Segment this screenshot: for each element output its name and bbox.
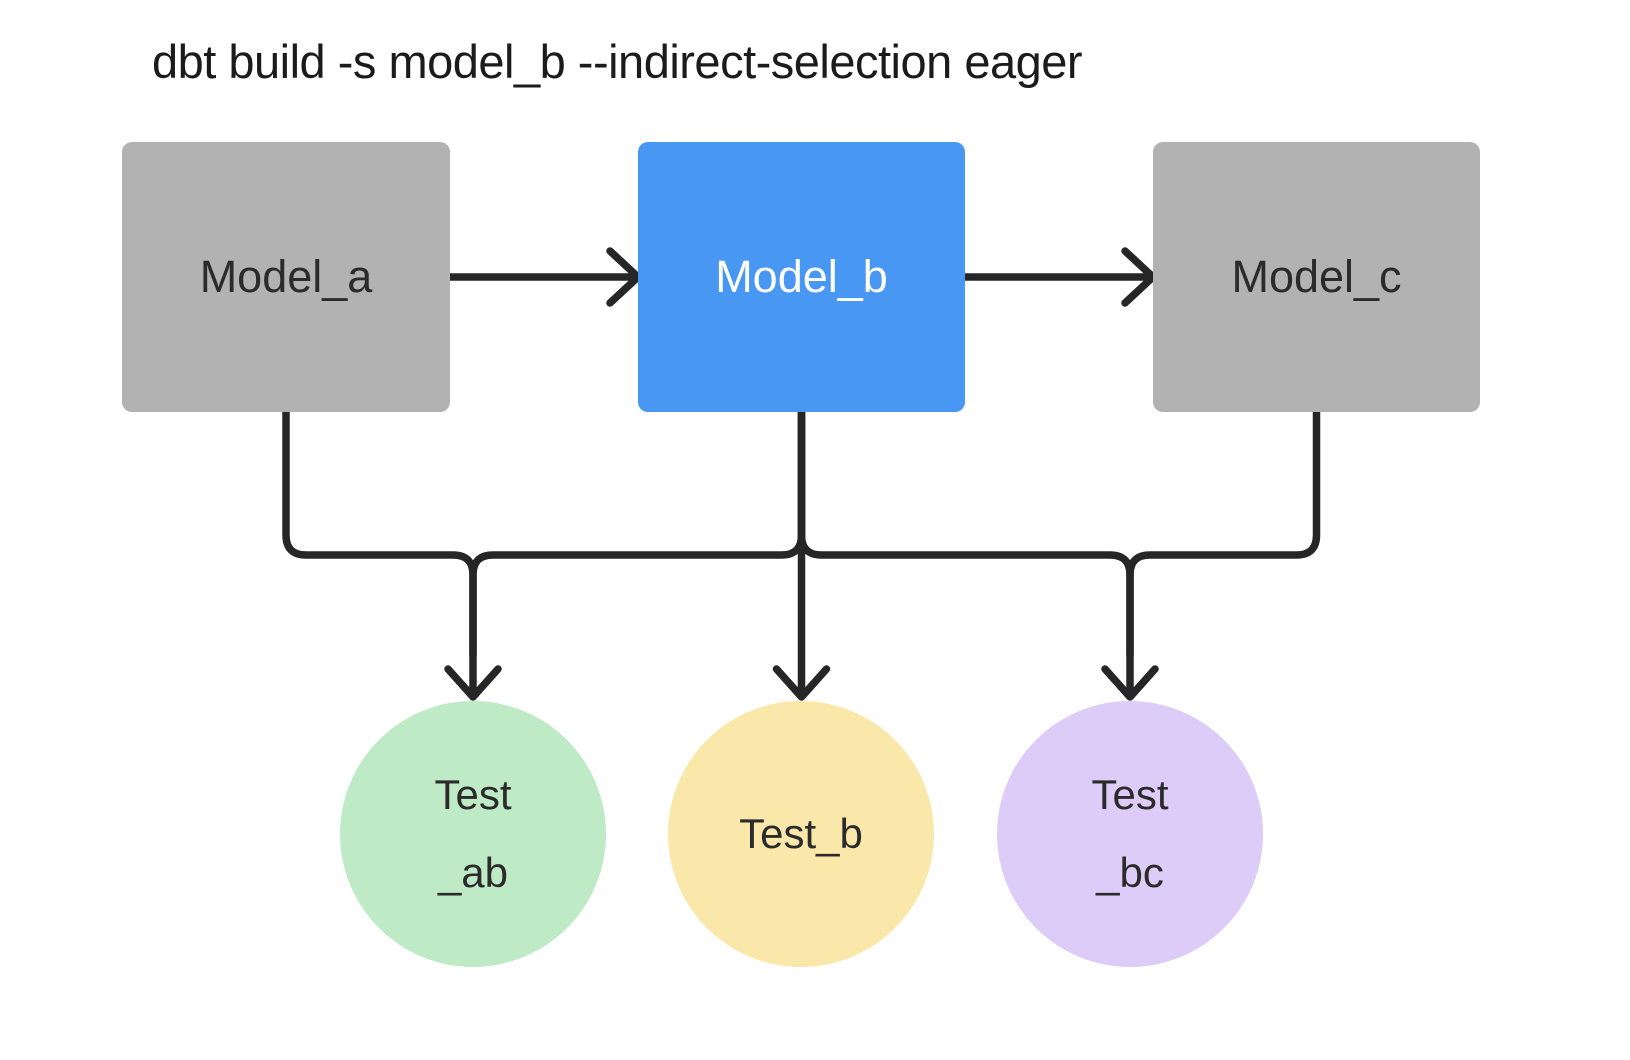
node-test-ab: Test _ab [340,701,606,967]
diagram-title: dbt build -s model_b --indirect-selectio… [152,35,1083,88]
edge-model-b-to-model-c [961,247,1157,307]
node-test-b: Test_b [668,701,934,967]
edge-model-b-to-test-ab [469,408,806,659]
edge-model-c-to-test-bc [1126,408,1321,697]
node-test-b-label: Test_b [739,810,863,858]
node-model-a-label: Model_a [199,251,373,302]
node-test-bc-label-line2: _bc [1096,849,1164,896]
arrowhead-test-ab-icon [444,665,502,701]
arrowhead-test-bc-icon [1101,665,1159,701]
edge-model-a-to-model-b [446,247,642,307]
node-model-b-label: Model_b [715,251,888,302]
node-test-ab-label-line1: Test [434,771,512,819]
arrowhead-test-b-icon [772,665,831,701]
node-model-a: Model_a [122,142,450,412]
node-test-ab-label-line2: _ab [437,849,509,896]
node-model-b: Model_b [638,142,965,412]
node-test-bc: Test _bc [997,701,1263,967]
node-model-c: Model_c [1153,142,1480,412]
node-test-bc-label-line1: Test [1091,771,1169,819]
edge-model-b-to-test-bc [797,408,1134,659]
node-model-c-label: Model_c [1231,251,1402,302]
edge-model-a-to-test-ab [282,408,477,697]
